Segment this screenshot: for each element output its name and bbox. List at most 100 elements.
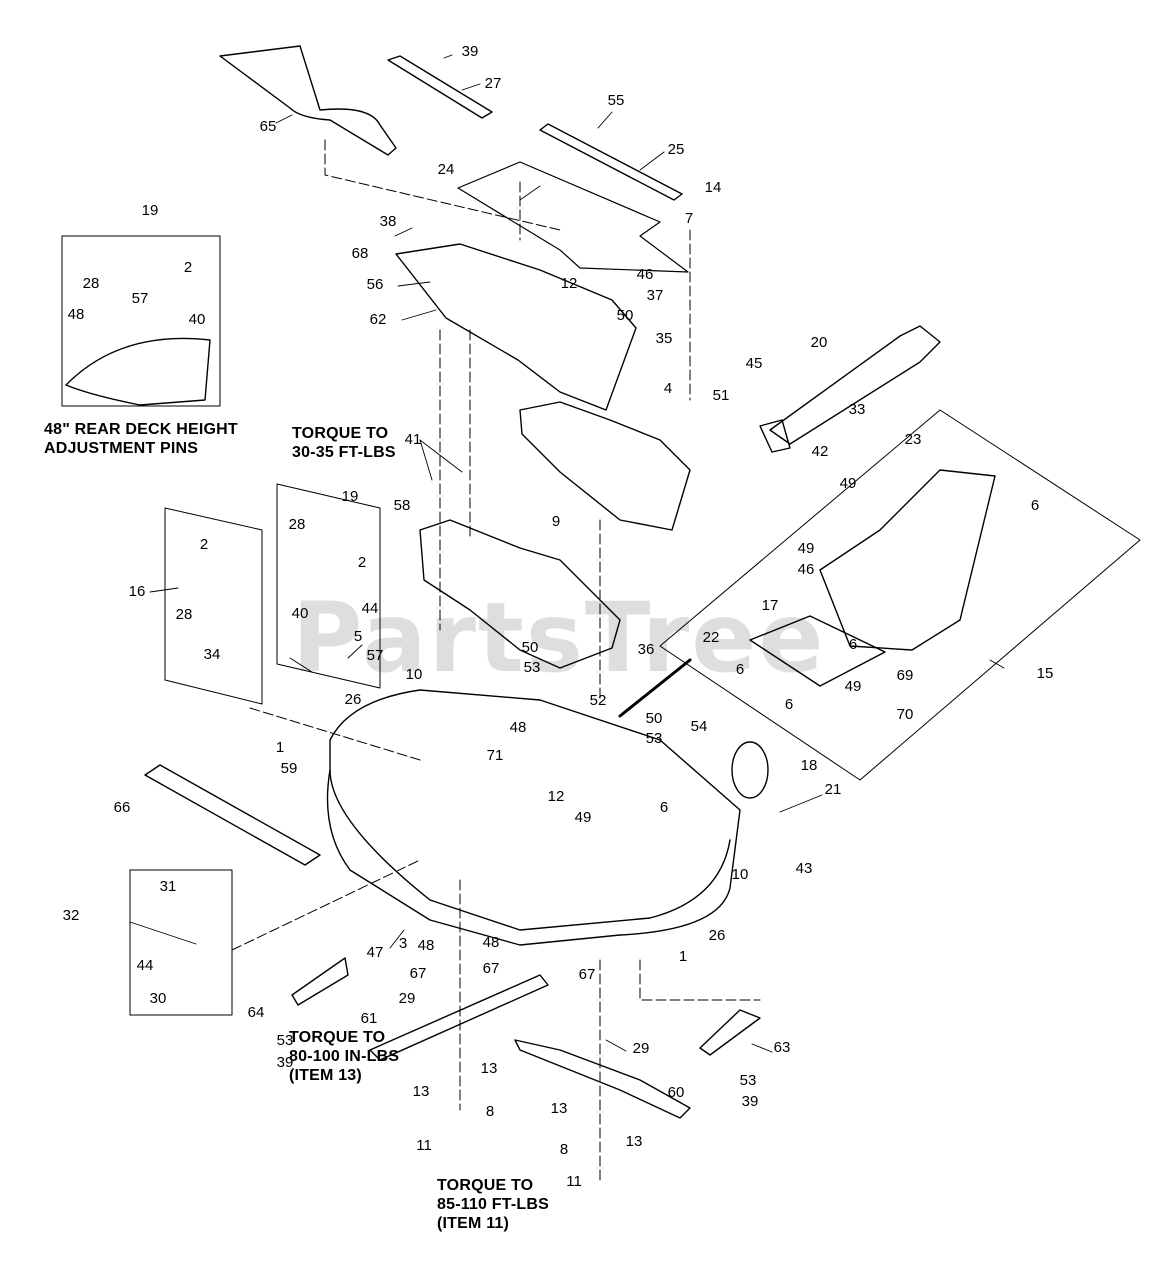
callout: 13 [412, 1083, 430, 1100]
callout: 57 [366, 647, 384, 664]
callout: 25 [667, 141, 685, 158]
callout: 40 [188, 311, 206, 328]
wheel-18 [731, 741, 769, 799]
callout: 20 [810, 334, 828, 351]
callout: 6 [659, 799, 669, 816]
driveshaft-20 [769, 325, 941, 445]
callout: 24 [437, 161, 455, 178]
callout: 5 [353, 628, 363, 645]
callout: 36 [637, 641, 655, 658]
callout: 22 [702, 629, 720, 646]
callout: 6 [848, 636, 858, 653]
callout: 15 [1036, 665, 1054, 682]
chute-23 [819, 469, 996, 651]
callout: 53 [276, 1032, 294, 1049]
pin-detail-box-19 [276, 483, 381, 689]
callout: 29 [398, 990, 416, 1007]
callout: 19 [341, 488, 359, 505]
callout: 38 [379, 213, 397, 230]
callout: 49 [797, 540, 815, 557]
callout: 13 [625, 1133, 643, 1150]
callout: 48 [509, 719, 527, 736]
callout: 32 [62, 907, 80, 924]
callout: 37 [646, 287, 664, 304]
callout: 1 [275, 739, 285, 756]
callout: 48 [482, 934, 500, 951]
callout: 4 [663, 380, 673, 397]
strip-27 [387, 55, 493, 119]
callout: 16 [128, 583, 146, 600]
plate-65 [219, 45, 397, 156]
watermark: PartsTree [292, 582, 826, 694]
callout: 55 [607, 92, 625, 109]
callout: 43 [795, 860, 813, 877]
callout: 44 [361, 600, 379, 617]
chute-box-15 [659, 409, 1141, 781]
callout: 39 [741, 1093, 759, 1110]
callout: 69 [896, 667, 914, 684]
callout: 46 [797, 561, 815, 578]
callout: 26 [708, 927, 726, 944]
callout: 56 [366, 276, 384, 293]
baffle-64 [291, 957, 349, 1006]
mower-deck [326, 689, 741, 946]
callout: 64 [247, 1004, 265, 1021]
callout: 52 [589, 692, 607, 709]
callout: 44 [136, 957, 154, 974]
callout: 26 [344, 691, 362, 708]
callout: 6 [735, 661, 745, 678]
baffle-63 [699, 1009, 761, 1056]
callout: 2 [183, 259, 193, 276]
callout: 8 [559, 1141, 569, 1158]
callout: 28 [175, 606, 193, 623]
callout: 53 [739, 1072, 757, 1089]
callout: 50 [616, 307, 634, 324]
callout: 67 [482, 960, 500, 977]
baffle-66 [144, 764, 321, 866]
callout: 8 [485, 1103, 495, 1120]
callout: 13 [550, 1100, 568, 1117]
callout: 2 [357, 554, 367, 571]
callout: 35 [655, 330, 673, 347]
callout: 67 [409, 965, 427, 982]
callout: 33 [848, 401, 866, 418]
callout: 53 [523, 659, 541, 676]
callout: 42 [811, 443, 829, 460]
rod-detail-box-32 [129, 869, 233, 1016]
callout: 46 [636, 266, 654, 283]
bracket-frame [519, 401, 691, 531]
callout: 11 [416, 1137, 432, 1154]
callout: 49 [844, 678, 862, 695]
callout: 19 [141, 202, 159, 219]
callout: 10 [731, 866, 749, 883]
callout: 11 [566, 1173, 582, 1190]
callout: 12 [560, 275, 578, 292]
callout: 28 [288, 516, 306, 533]
callout: 57 [131, 290, 149, 307]
callout: 9 [551, 513, 561, 530]
gearbox-58 [419, 519, 621, 669]
callout: 49 [839, 475, 857, 492]
callout: 21 [824, 781, 842, 798]
callout: 54 [690, 718, 708, 735]
callout: 61 [360, 1010, 378, 1027]
cover-56 [395, 243, 637, 411]
callout: 23 [904, 431, 922, 448]
spring-36 [618, 658, 692, 718]
callout: 63 [773, 1039, 791, 1056]
callout: 47 [366, 944, 384, 961]
callout: 62 [369, 311, 387, 328]
callout: 1 [678, 948, 688, 965]
callout: 53 [645, 730, 663, 747]
callout: 50 [645, 710, 663, 727]
callout: 50 [521, 639, 539, 656]
callout: 39 [276, 1054, 294, 1071]
plate-22 [749, 615, 886, 687]
callout: 17 [761, 597, 779, 614]
callout: 70 [896, 706, 914, 723]
callout: 31 [159, 878, 177, 895]
callout: 29 [632, 1040, 650, 1057]
